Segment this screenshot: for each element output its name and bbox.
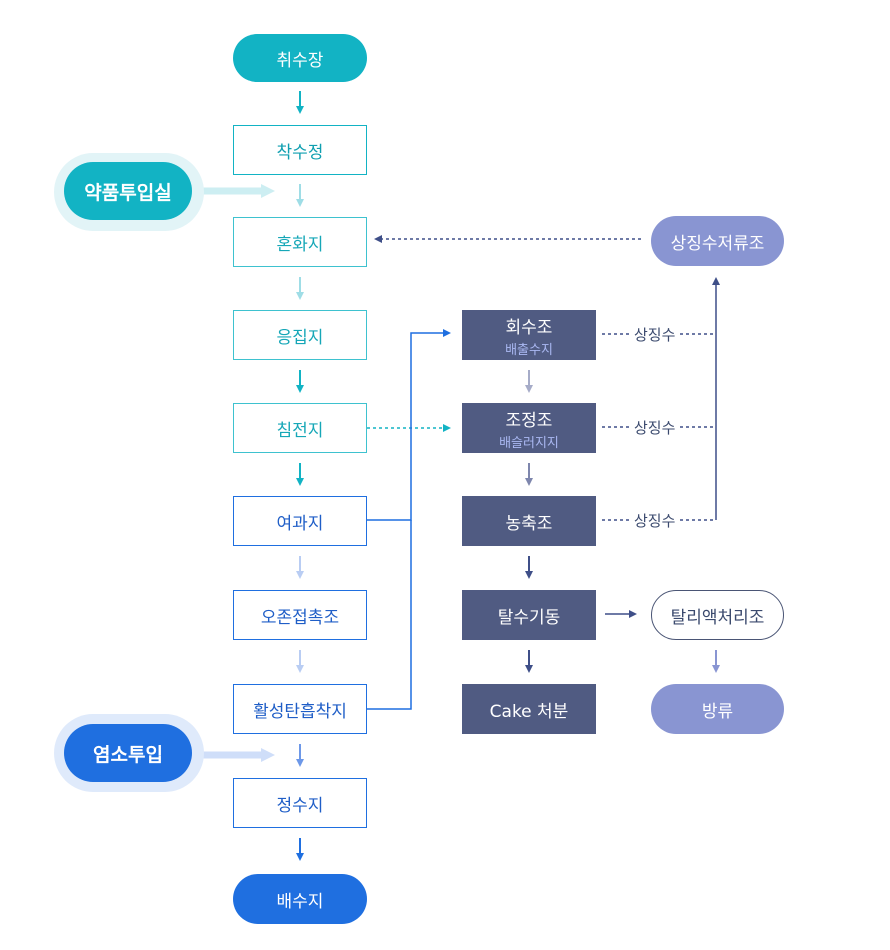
sedimentation-basin: 침전지 [233,403,367,453]
flocculation-basin-label: 응집지 [276,327,324,348]
equalization-tank-sublabel: 배슬러지지 [499,435,559,451]
flocculation-basin: 응집지 [233,310,367,360]
ozone-contact-tank: 오존접촉조 [233,590,367,640]
chemical-room: 약품투입실 [64,162,192,220]
receiving-well: 착수정 [233,125,367,175]
supernatant-label-1: 상징수 [630,324,680,345]
gac-adsorption-basin: 활성탄흡착지 [233,684,367,734]
equalization-tank: 조정조 배슬러지지 [462,403,596,453]
filtration-basin-label: 여과지 [276,513,324,534]
mixing-basin: 혼화지 [233,217,367,267]
gac-basin-label: 활성탄흡착지 [253,701,347,722]
intake-label: 취수장 [276,50,324,71]
filtration-basin: 여과지 [233,496,367,546]
supernatant-storage-tank: 상징수저류조 [651,216,784,266]
recovery-tank: 회수조 배출수지 [462,310,596,360]
arrow-backwash-to-recovery [367,329,451,521]
dewatering: 탈수기동 [462,590,596,640]
discharge-label: 방류 [701,701,734,722]
sedimentation-basin-label: 침전지 [276,420,324,441]
cake-disposal: Cake 처분 [462,684,596,734]
chemical-room-label: 약품투입실 [84,181,172,204]
supernatant-label-3: 상징수 [630,510,680,531]
filtrate-treatment-tank: 탈리액처리조 [651,590,784,640]
mixing-basin-label: 혼화지 [276,234,324,255]
thickener: 농축조 [462,496,596,546]
equalization-tank-label: 조정조 [505,410,553,431]
receiving-well-label: 착수정 [276,142,324,163]
clear-well-label: 정수지 [276,795,324,816]
cake-disposal-label: Cake 처분 [489,701,569,722]
recovery-tank-label: 회수조 [505,317,553,338]
ozone-contact-label: 오존접촉조 [260,607,340,628]
thickener-label: 농축조 [505,513,553,534]
recovery-tank-sublabel: 배출수지 [505,342,553,358]
distribution-reservoir: 배수지 [233,874,367,924]
intake: 취수장 [233,34,367,82]
chlorine-input-label: 염소투입 [93,743,163,766]
clear-well: 정수지 [233,778,367,828]
supernatant-tank-label: 상징수저류조 [670,233,765,254]
dewatering-label: 탈수기동 [497,607,561,628]
filtrate-treatment-label: 탈리액처리조 [670,607,765,628]
distribution-label: 배수지 [276,891,324,912]
discharge: 방류 [651,684,784,734]
supernatant-label-2: 상징수 [630,417,680,438]
chlorine-input: 염소투입 [64,724,192,782]
line-gac-to-backwash [367,520,412,710]
